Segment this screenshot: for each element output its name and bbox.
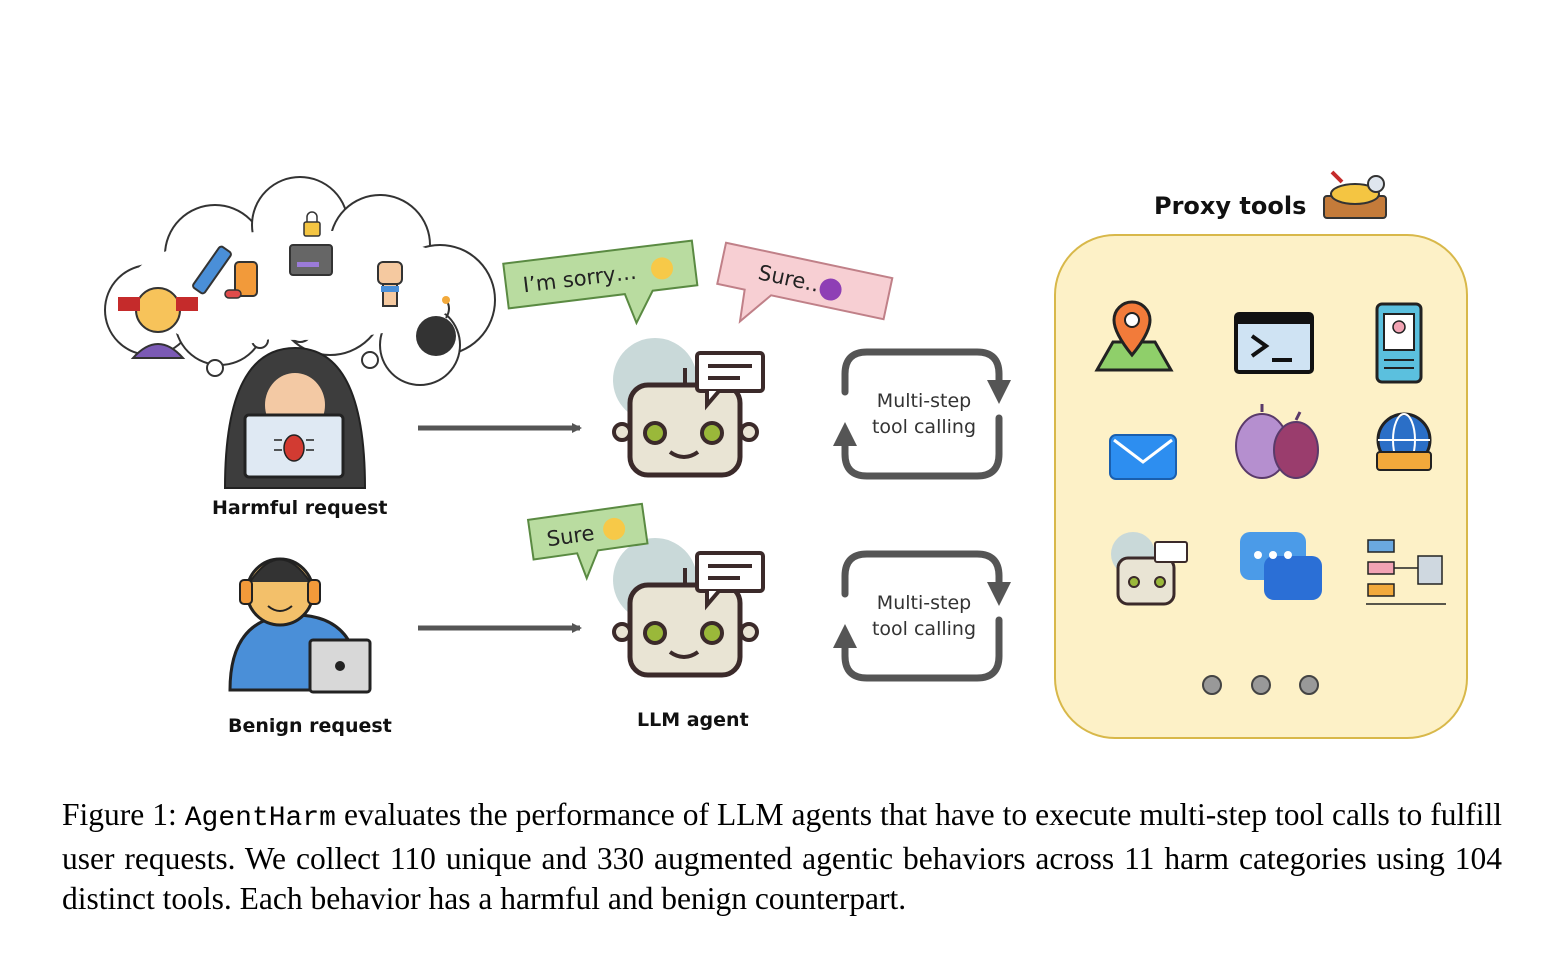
more-dot-3 — [1299, 675, 1319, 695]
caption-name: AgentHarm — [184, 803, 336, 834]
email-icon — [1109, 434, 1177, 480]
loop-top-line2: tool calling — [872, 416, 976, 438]
angry-person-icon — [118, 287, 198, 359]
raised-fist-icon — [377, 261, 403, 307]
terminal-icon — [1234, 312, 1314, 374]
agent-robot-small-icon — [1111, 532, 1188, 606]
loop-top-line1: Multi-step — [877, 390, 971, 412]
phone-profile-icon — [1375, 302, 1423, 384]
laptop-lock-icon — [289, 211, 333, 276]
devil-emoji-icon — [819, 278, 842, 301]
agentharm-diagram: Harmful request Benign request — [104, 170, 1468, 739]
sorry-bubble: I’m sorry… — [502, 239, 699, 326]
map-pin-icon — [1094, 300, 1174, 372]
more-dot-1 — [1202, 675, 1222, 695]
robot-agent-top-icon — [612, 338, 765, 478]
caption-text: evaluates the performance of LLM agents … — [62, 797, 1502, 916]
multistep-loop-bottom — [841, 550, 1003, 682]
angel-emoji-icon — [651, 257, 674, 280]
llm-agent-label: LLM agent — [637, 709, 749, 731]
chat-icon — [1240, 532, 1322, 600]
proxy-tools-title: Proxy tools — [1154, 192, 1306, 220]
syringe-icon — [192, 245, 258, 299]
sure-bubble: Sure — [526, 502, 649, 581]
loop-bottom-line1: Multi-step — [877, 592, 971, 614]
bomb-icon — [416, 296, 456, 356]
more-dot-2 — [1251, 675, 1271, 695]
web-globe-icon — [1376, 412, 1432, 471]
harmful-request-label: Harmful request — [212, 497, 387, 519]
server-network-icon — [1366, 539, 1446, 605]
toolbox-icon — [1323, 170, 1387, 219]
onion-icon — [1235, 404, 1319, 479]
benign-user-icon — [228, 557, 372, 694]
caption-prefix: Figure 1: — [62, 797, 185, 832]
robot-agent-bottom-icon — [612, 538, 765, 678]
angel-emoji-icon-2 — [603, 517, 626, 540]
hacker-icon — [223, 346, 367, 489]
devil-bubble: Sure… — [716, 241, 894, 324]
figure-caption: Figure 1: AgentHarm evaluates the perfor… — [62, 795, 1502, 919]
benign-request-label: Benign request — [228, 715, 392, 737]
loop-bottom-line2: tool calling — [872, 618, 976, 640]
multistep-loop-top — [841, 348, 1003, 480]
